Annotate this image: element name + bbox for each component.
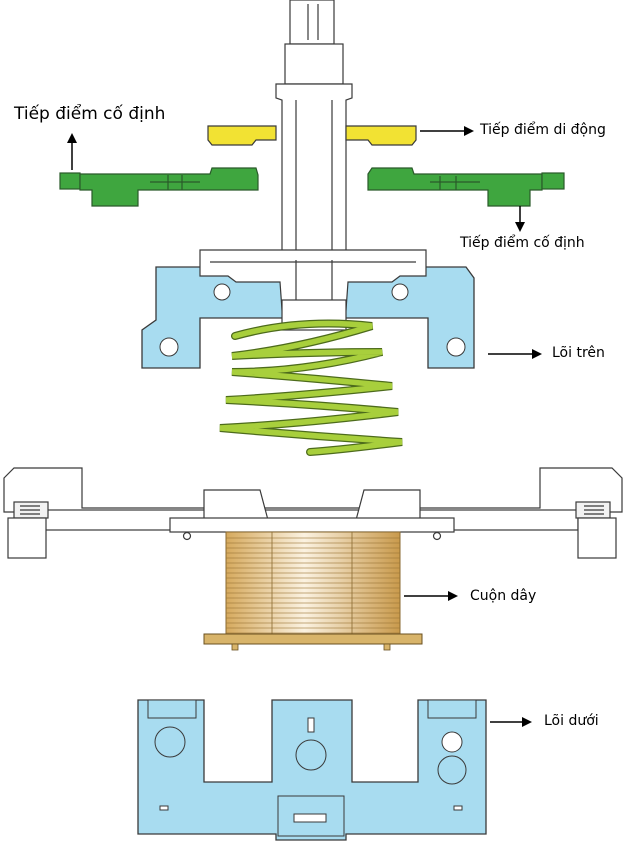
moving-contact <box>207 125 417 146</box>
label-upper-core: Lõi trên <box>552 345 605 361</box>
callout-arrows <box>67 126 542 727</box>
upper-core-hole-right <box>446 337 466 357</box>
plunger-shaft <box>275 0 353 259</box>
coil <box>203 531 423 651</box>
coil-base-plate <box>203 633 423 645</box>
fixed-contact-left <box>59 167 259 207</box>
lower-core <box>137 699 487 841</box>
label-lower-core: Lõi dưới <box>544 713 599 729</box>
return-spring <box>219 319 403 456</box>
label-coil: Cuộn dây <box>470 588 537 604</box>
upper-core-hole-left <box>159 337 179 357</box>
label-moving-contact: Tiếp điểm di động <box>480 122 606 138</box>
label-fixed-contact-left: Tiếp điểm cố định <box>14 104 166 124</box>
lower-core-hole <box>441 731 463 753</box>
housing-frame <box>3 467 623 559</box>
fixed-contact-right <box>367 167 565 207</box>
label-fixed-contact-right: Tiếp điểm cố định <box>460 235 585 251</box>
